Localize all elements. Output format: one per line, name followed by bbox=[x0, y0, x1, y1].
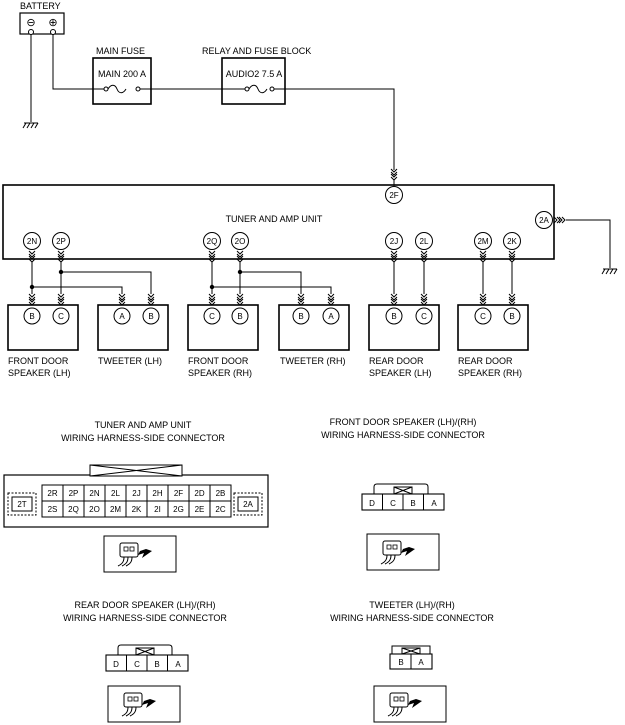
unit-pin-r2-6: 2I bbox=[154, 505, 161, 514]
terminal-2o: 2O bbox=[235, 237, 246, 246]
tw-rh-pin-2: A bbox=[328, 312, 334, 321]
terminal-2m: 2M bbox=[477, 237, 488, 246]
relay-fuse-icon bbox=[248, 84, 268, 94]
unit-connector-pins: 2R 2P 2N 2L 2J 2H 2F 2D 2B 2S 2Q 2O 2M 2… bbox=[47, 489, 225, 514]
front-door-connector-title-2: WIRING HARNESS-SIDE CONNECTOR bbox=[321, 430, 485, 440]
unit-pin-r1-3: 2N bbox=[89, 489, 99, 498]
unit-connector-title-2: WIRING HARNESS-SIDE CONNECTOR bbox=[61, 433, 225, 443]
front-door-pin-3: B bbox=[410, 499, 415, 508]
relay-block-box bbox=[221, 57, 286, 105]
rear-door-connector-title-1: REAR DOOR SPEAKER (LH)/(RH) bbox=[74, 600, 215, 610]
main-fuse-rating: MAIN 200 A bbox=[98, 69, 146, 79]
rear-door-pin-2: C bbox=[134, 660, 140, 669]
unit-pin-r2-1: 2S bbox=[48, 505, 58, 514]
unit-connector-pin-2t: 2T bbox=[17, 500, 26, 509]
rd-rh-pin-2: B bbox=[509, 312, 514, 321]
unit-pin-r1-8: 2D bbox=[194, 489, 204, 498]
battery-ground-icon bbox=[22, 122, 39, 129]
front-door-connector-face bbox=[361, 483, 445, 511]
fd-lh-label-2: SPEAKER (LH) bbox=[8, 368, 71, 378]
rear-door-pin-4: A bbox=[175, 660, 181, 669]
rd-lh-label-1: REAR DOOR bbox=[369, 356, 424, 366]
fd-lh-pin-2: C bbox=[58, 312, 64, 321]
tw-lh-pin-1: A bbox=[119, 312, 125, 321]
unit-pin-r1-4: 2L bbox=[111, 489, 120, 498]
front-door-connector-title-1: FRONT DOOR SPEAKER (LH)/(RH) bbox=[330, 417, 477, 427]
rear-door-pin-3: B bbox=[154, 660, 159, 669]
front-door-pin-2: C bbox=[390, 499, 396, 508]
main-fuse-box bbox=[92, 57, 152, 105]
tweeter-connector-title-1: TWEETER (LH)/(RH) bbox=[369, 600, 455, 610]
fd-rh-pin-1: C bbox=[209, 312, 215, 321]
rear-door-connector-face bbox=[105, 644, 189, 672]
unit-pin-r2-5: 2K bbox=[132, 505, 142, 514]
unit-pin-r2-8: 2E bbox=[195, 505, 205, 514]
rd-rh-pin-1: C bbox=[480, 312, 486, 321]
unit-pin-r2-7: 2G bbox=[173, 505, 184, 514]
rd-rh-label-2: SPEAKER (RH) bbox=[458, 368, 522, 378]
speaker-wires bbox=[29, 262, 513, 294]
battery-negative-symbol: ⊖ bbox=[26, 17, 35, 29]
terminal-2j: 2J bbox=[390, 237, 398, 246]
terminal-2p: 2P bbox=[56, 237, 66, 246]
battery-symbol bbox=[19, 12, 65, 35]
fd-rh-label-2: SPEAKER (RH) bbox=[188, 368, 252, 378]
tweeter-connector-title-2: WIRING HARNESS-SIDE CONNECTOR bbox=[330, 613, 494, 623]
tuner-amp-unit bbox=[2, 184, 555, 260]
unit-pin-r2-4: 2M bbox=[110, 505, 121, 514]
unit-connector-title-1: TUNER AND AMP UNIT bbox=[95, 420, 192, 430]
terminal-2q: 2Q bbox=[207, 237, 218, 246]
rd-rh-label-1: REAR DOOR bbox=[458, 356, 513, 366]
front-door-pin-4: A bbox=[431, 499, 437, 508]
unit-pin-r1-7: 2F bbox=[174, 489, 183, 498]
rear-door-pin-1: D bbox=[113, 660, 119, 669]
tweeter-rh bbox=[278, 304, 350, 351]
terminal-2l: 2L bbox=[420, 237, 429, 246]
relay-block-title: RELAY AND FUSE BLOCK bbox=[202, 46, 311, 56]
tuner-amp-unit-label: TUNER AND AMP UNIT bbox=[226, 214, 323, 224]
unit-pin-r1-6: 2H bbox=[152, 489, 162, 498]
unit-pin-r1-9: 2B bbox=[216, 489, 226, 498]
front-door-speaker-rh bbox=[187, 304, 259, 351]
battery-positive-symbol: ⊕ bbox=[48, 17, 57, 29]
rd-lh-pin-1: B bbox=[391, 312, 396, 321]
fd-rh-pin-2: B bbox=[237, 312, 242, 321]
terminal-2n: 2N bbox=[27, 237, 37, 246]
tw-lh-label: TWEETER (LH) bbox=[98, 356, 162, 366]
terminal-2k: 2K bbox=[507, 237, 517, 246]
unit-connector-face: 2T 2A bbox=[3, 464, 269, 528]
tw-rh-pin-1: B bbox=[298, 312, 303, 321]
unit-pin-r1-5: 2J bbox=[132, 489, 140, 498]
unit-bottom-terminals: 2N 2P 2Q 2O 2J 2L 2M 2K bbox=[23, 232, 521, 250]
battery-label: BATTERY bbox=[20, 1, 61, 11]
main-fuse-icon bbox=[107, 84, 127, 94]
unit-pin-r2-3: 2O bbox=[89, 505, 100, 514]
terminal-2f: 2F bbox=[389, 191, 398, 200]
tw-rh-label: TWEETER (RH) bbox=[280, 356, 346, 366]
main-fuse-title: MAIN FUSE bbox=[96, 46, 145, 56]
unit-ground-icon bbox=[601, 268, 618, 275]
tweeter-pin-2: A bbox=[418, 658, 424, 667]
fd-rh-label-1: FRONT DOOR bbox=[188, 356, 249, 366]
tweeter-connector-face bbox=[389, 645, 433, 670]
rd-lh-pin-2: C bbox=[421, 312, 427, 321]
rear-door-connector-title-2: WIRING HARNESS-SIDE CONNECTOR bbox=[63, 613, 227, 623]
rd-lh-label-2: SPEAKER (LH) bbox=[369, 368, 432, 378]
unit-pin-r2-9: 2C bbox=[215, 505, 225, 514]
tweeter-pin-1: B bbox=[398, 658, 403, 667]
fd-lh-pin-1: B bbox=[29, 312, 34, 321]
front-door-pin-1: D bbox=[369, 499, 375, 508]
tw-lh-pin-2: B bbox=[148, 312, 153, 321]
relay-block-rating: AUDIO2 7.5 A bbox=[226, 69, 283, 79]
terminal-2a: 2A bbox=[539, 216, 549, 225]
unit-pin-r2-2: 2Q bbox=[68, 505, 79, 514]
unit-pin-r1-1: 2R bbox=[47, 489, 57, 498]
fd-lh-label-1: FRONT DOOR bbox=[8, 356, 69, 366]
unit-connector-pin-2a: 2A bbox=[243, 500, 253, 509]
unit-pin-r1-2: 2P bbox=[69, 489, 79, 498]
